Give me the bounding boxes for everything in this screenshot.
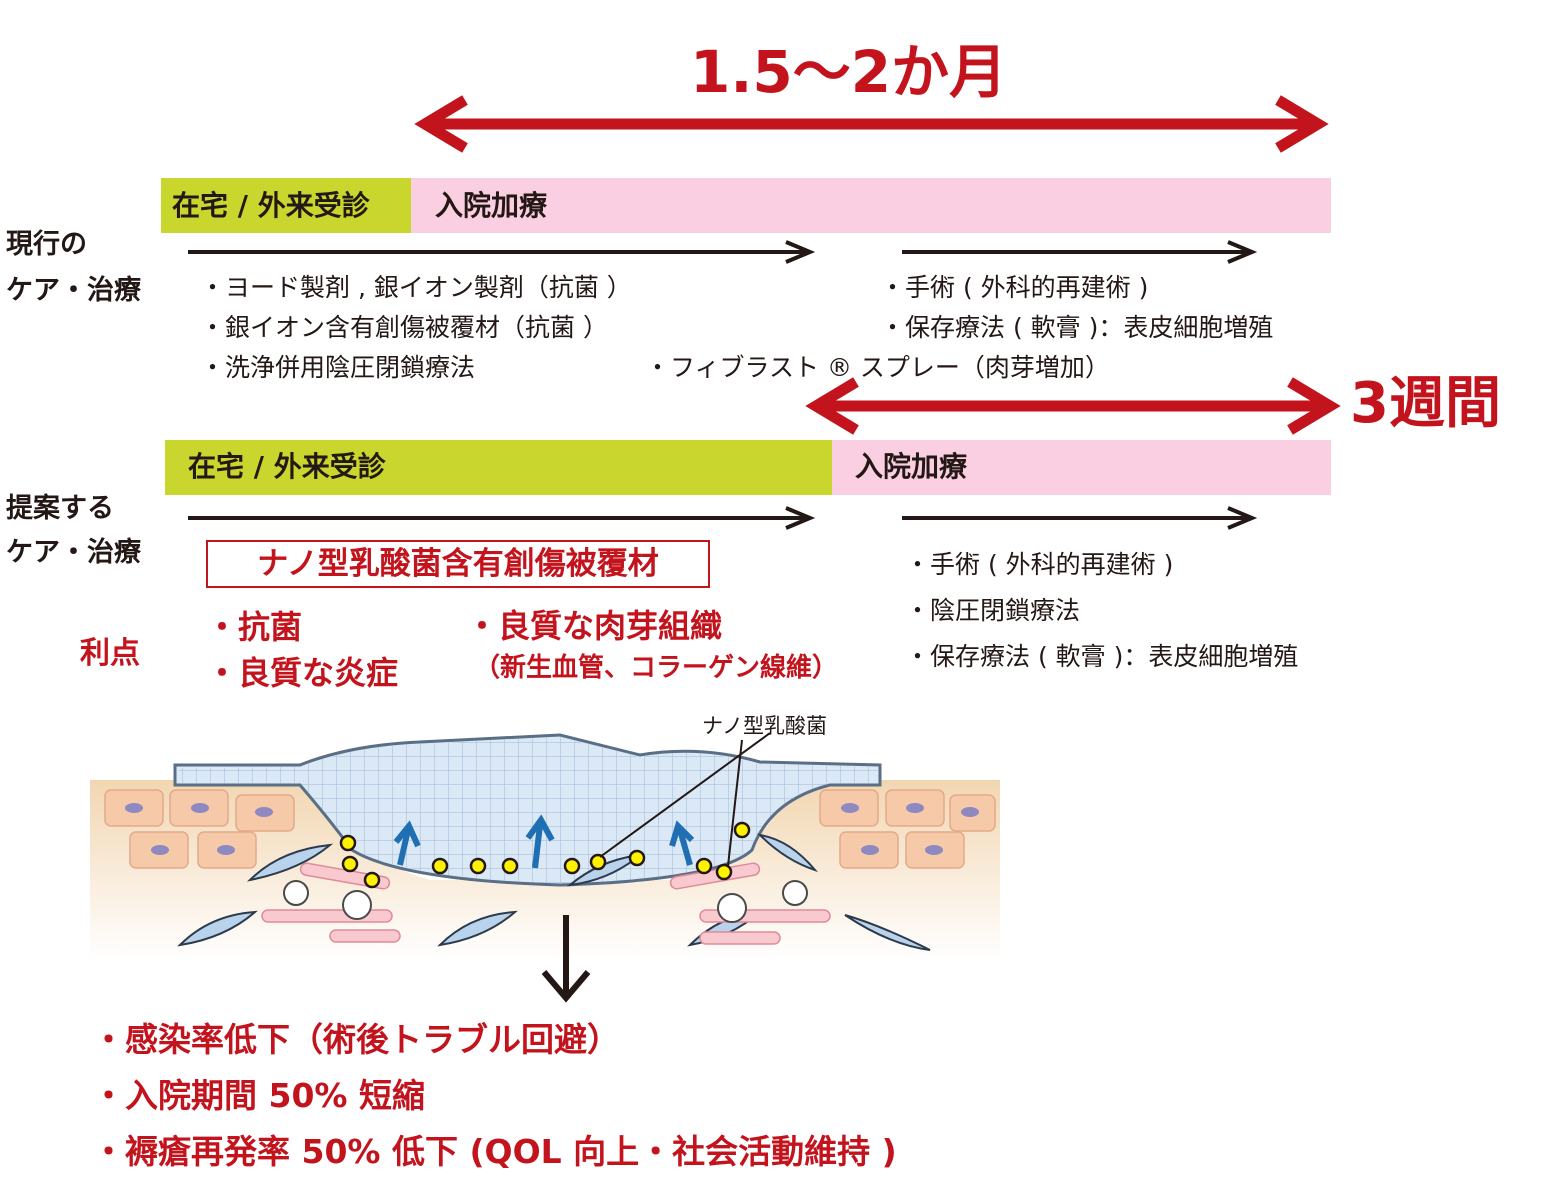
current-left-item: 銀イオン含有創傷被覆材（抗菌 ） bbox=[200, 308, 632, 348]
illustration-callout-label: ナノ型乳酸菌 bbox=[702, 714, 827, 738]
proposed-right-item: 手術 ( 外科的再建術 ) bbox=[905, 542, 1298, 588]
proposed-outpatient-bar bbox=[165, 440, 832, 495]
proposed-outpatient-label: 在宅 / 外来受診 bbox=[188, 450, 386, 483]
proposed-row-label: 提案する ケア・治療 bbox=[6, 490, 141, 572]
proposed-inpatient-bar bbox=[832, 440, 1331, 495]
advantage-item: 抗菌 bbox=[206, 604, 398, 650]
current-left-item: 洗浄併用陰圧閉鎖療法 bbox=[200, 348, 632, 388]
current-outpatient-bar bbox=[161, 178, 411, 233]
current-middle-item: フィブラスト ® スプレー（肉芽増加） bbox=[645, 348, 1110, 388]
outcomes-list: 感染率低下（術後トラブル回避） 入院期間 50% 短縮 褥瘡再発率 50% 低下… bbox=[92, 1012, 897, 1180]
current-right-item: 手術 ( 外科的再建術 ) bbox=[880, 268, 1273, 308]
current-row-label-line2: ケア・治療 bbox=[6, 275, 141, 306]
proposed-row-label-line1: 提案する bbox=[6, 493, 114, 524]
outcome-item: 入院期間 50% 短縮 bbox=[92, 1068, 897, 1124]
current-row-label-line1: 現行の bbox=[6, 229, 87, 260]
current-right-item: 保存療法 ( 軟膏 )：表皮細胞増殖 bbox=[880, 308, 1273, 348]
current-left-items: ヨード製剤 , 銀イオン製剤（抗菌 ） 銀イオン含有創傷被覆材（抗菌 ） 洗浄併… bbox=[200, 268, 632, 388]
short-span-label: 3週間 bbox=[1350, 371, 1501, 436]
current-inpatient-label: 入院加療 bbox=[435, 189, 548, 222]
proposed-row-label-line2: ケア・治療 bbox=[6, 537, 141, 568]
advantage-granulation-detail: （新生血管、コラーゲン線維） bbox=[474, 653, 839, 683]
current-left-item: ヨード製剤 , 銀イオン製剤（抗菌 ） bbox=[200, 268, 632, 308]
current-row-label: 現行の ケア・治療 bbox=[6, 226, 141, 310]
advantages-left: 抗菌 良質な炎症 bbox=[206, 604, 398, 696]
advantage-item: 良質な炎症 bbox=[206, 650, 398, 696]
proposed-right-items: 手術 ( 外科的再建術 ) 陰圧閉鎖療法 保存療法 ( 軟膏 )：表皮細胞増殖 bbox=[905, 542, 1298, 680]
outcome-item: 褥瘡再発率 50% 低下 (QOL 向上・社会活動維持 ) bbox=[92, 1124, 897, 1180]
proposed-inpatient-label: 入院加療 bbox=[855, 450, 968, 483]
advantages-label: 利点 bbox=[80, 636, 140, 671]
top-span-label: 1.5～2か月 bbox=[690, 38, 1008, 106]
outcome-item: 感染率低下（術後トラブル回避） bbox=[92, 1012, 897, 1068]
product-box: ナノ型乳酸菌含有創傷被覆材 bbox=[206, 540, 710, 588]
current-inpatient-bar bbox=[411, 178, 1331, 233]
current-right-items: 手術 ( 外科的再建術 ) 保存療法 ( 軟膏 )：表皮細胞増殖 bbox=[880, 268, 1273, 348]
current-outpatient-label: 在宅 / 外来受診 bbox=[172, 189, 370, 222]
proposed-right-item: 保存療法 ( 軟膏 )：表皮細胞増殖 bbox=[905, 634, 1298, 680]
advantage-granulation: 良質な肉芽組織 bbox=[466, 604, 722, 648]
proposed-right-item: 陰圧閉鎖療法 bbox=[905, 588, 1298, 634]
